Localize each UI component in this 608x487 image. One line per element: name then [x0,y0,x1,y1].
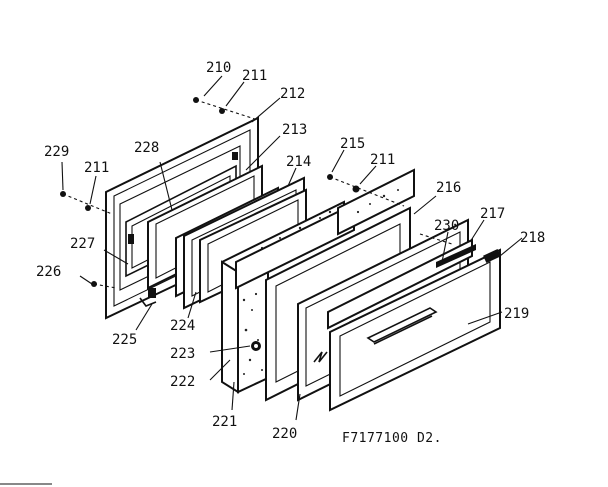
drawing-code: F7177100 D2. [342,431,442,446]
label-211-right: 211 [370,152,395,168]
label-212: 212 [280,86,305,102]
label-211-top: 211 [242,68,267,84]
label-210: 210 [206,60,231,76]
screw-211-top [219,108,225,114]
label-225: 225 [112,332,137,348]
label-228: 228 [134,140,159,156]
label-226: 226 [36,264,61,280]
label-217: 217 [480,206,505,222]
label-229: 229 [44,144,69,160]
outer-door-skin [329,248,501,412]
label-211-left: 211 [84,160,109,176]
screw-211-left [85,205,91,211]
label-216: 216 [436,180,461,196]
clip-218 [483,248,501,264]
leader-lines [61,75,523,421]
label-222: 222 [170,374,195,390]
assembly-lines [62,99,453,289]
fasteners [60,97,501,287]
label-230: 230 [434,218,459,234]
label-223: 223 [170,346,195,362]
label-227: 227 [70,236,95,252]
part-labels: 210 211 212 213 214 215 211 216 217 218 … [36,60,545,442]
label-218: 218 [520,230,545,246]
label-220: 220 [272,426,297,442]
label-215: 215 [340,136,365,152]
label-214: 214 [286,154,311,170]
label-224: 224 [170,318,195,334]
insulation-speckles [242,210,332,375]
screw-211-right [352,185,360,193]
label-221: 221 [212,414,237,430]
label-213: 213 [282,122,307,138]
label-219: 219 [504,306,529,322]
